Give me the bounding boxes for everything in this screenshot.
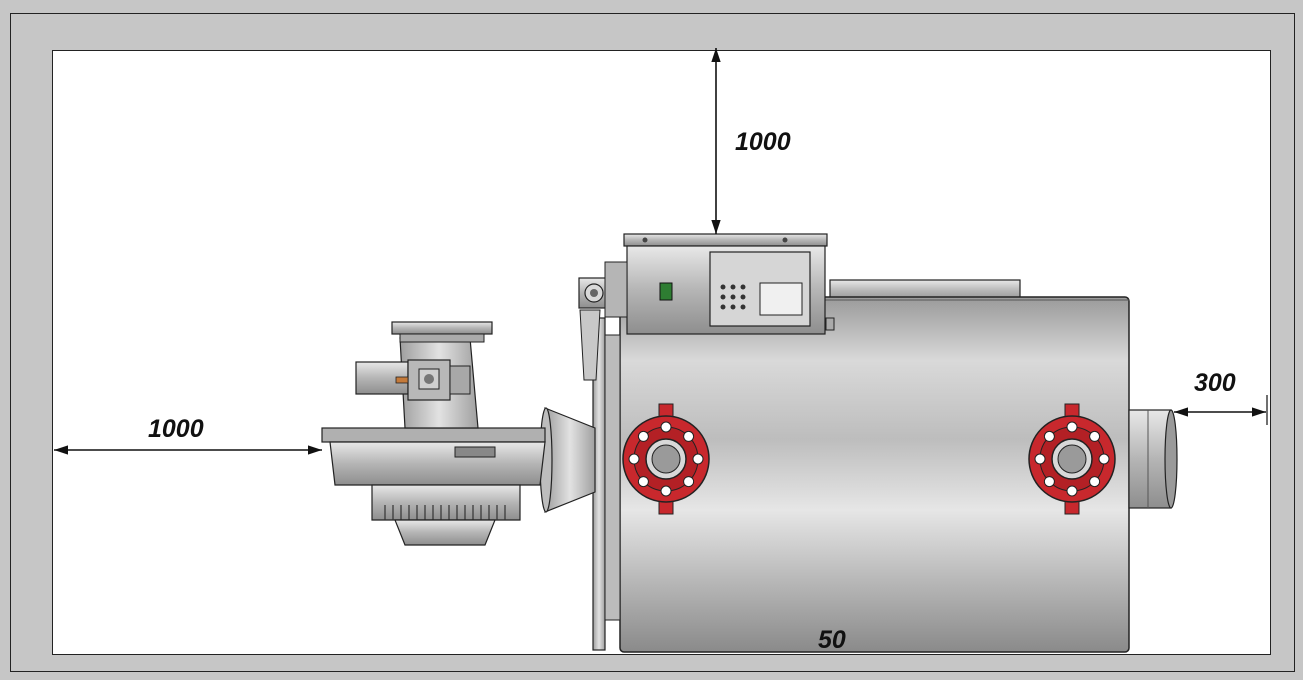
boiler-tank: [619, 279, 1130, 653]
hinge-bracket: [578, 277, 610, 381]
rear-outlet-nozzle: [1128, 409, 1178, 509]
right-clearance-arrow: [1174, 395, 1268, 425]
burner-motor-assembly: [355, 321, 493, 429]
left-clearance-label: 1000: [148, 415, 204, 443]
right-flange: [1028, 403, 1116, 515]
bottom-clearance-label: 50: [818, 626, 846, 654]
power-switch-indicator: [659, 282, 673, 301]
control-box: [604, 233, 835, 335]
outer-frame: [10, 13, 1295, 672]
right-clearance-label: 300: [1194, 369, 1236, 397]
burner-fan-housing: [321, 427, 546, 546]
burner-blast-tube: [539, 407, 596, 513]
front-mounting-plate: [592, 317, 621, 651]
keypad-buttons: [720, 284, 746, 310]
left-flange: [622, 403, 710, 515]
top-clearance-label: 1000: [735, 128, 791, 156]
